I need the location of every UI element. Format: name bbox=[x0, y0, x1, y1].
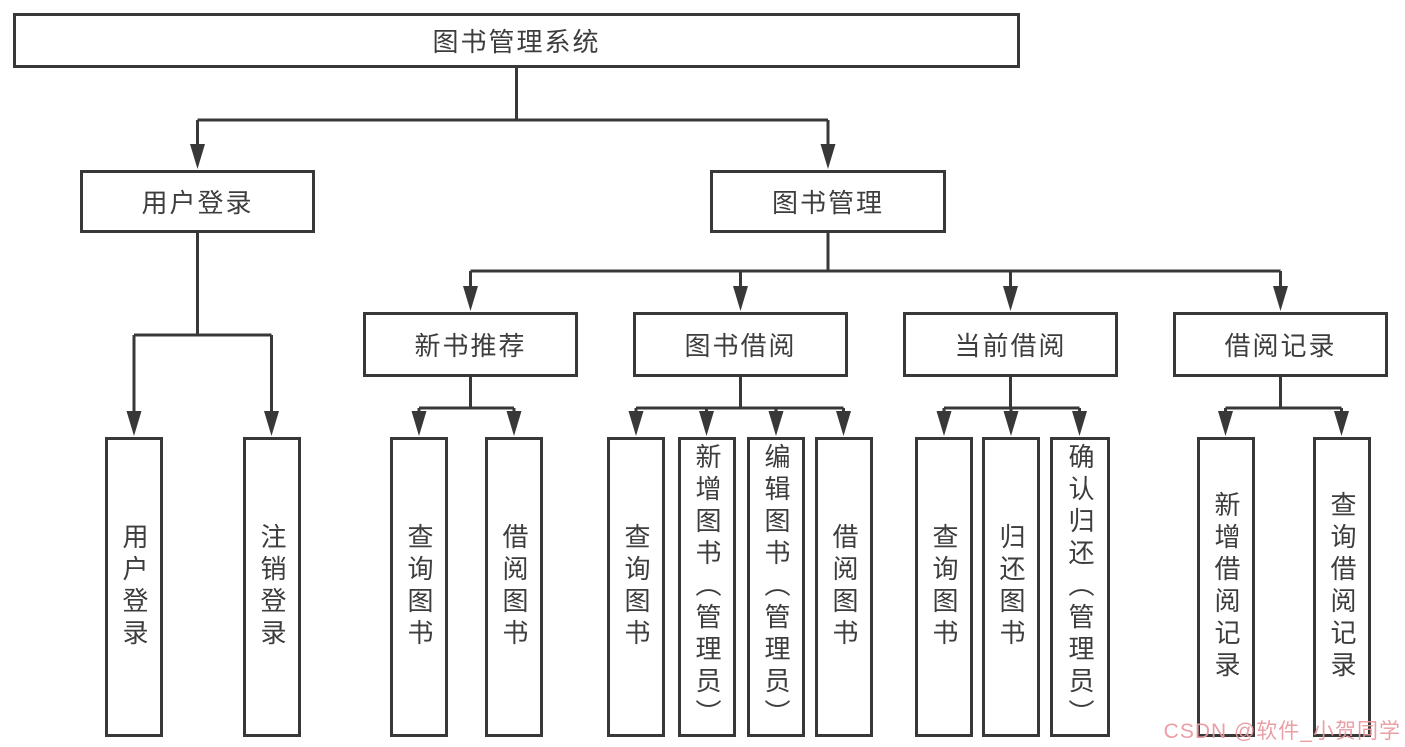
wires-user-login-subtree bbox=[126, 233, 279, 436]
node-label: 图书管理 bbox=[771, 188, 884, 218]
node-label: 归还图书 bbox=[996, 523, 1026, 651]
node-new-book-recommend: 新书推荐 bbox=[363, 312, 578, 377]
node-book-management: 图书管理 bbox=[710, 170, 946, 233]
arrowhead-icon bbox=[1072, 411, 1087, 436]
arrowhead-icon bbox=[463, 286, 478, 311]
arrowhead-icon bbox=[1273, 286, 1288, 311]
leaf-user-login: 用户登录 bbox=[105, 437, 163, 737]
arrowhead-icon bbox=[936, 411, 952, 436]
arrowhead-icon bbox=[733, 286, 748, 311]
wires-current-borrow-group bbox=[936, 377, 1087, 436]
node-label: 新增借阅记录 bbox=[1211, 491, 1241, 683]
wires-book-management-subtree bbox=[463, 233, 1288, 311]
leaf-current-query-book: 查询图书 bbox=[915, 437, 973, 737]
leaf-borrow-borrow-book: 借阅图书 bbox=[815, 437, 873, 737]
node-label: 借阅图书 bbox=[829, 523, 859, 651]
node-label: 新书推荐 bbox=[414, 331, 527, 361]
leaf-recommend-query-book: 查询图书 bbox=[390, 437, 448, 737]
node-book-borrow: 图书借阅 bbox=[633, 312, 848, 377]
node-root: 图书管理系统 bbox=[13, 13, 1020, 68]
node-label: 编辑图书（管理员） bbox=[761, 443, 791, 731]
arrowhead-icon bbox=[699, 411, 714, 436]
arrowhead-icon bbox=[1334, 411, 1349, 436]
leaf-recommend-borrow-book: 借阅图书 bbox=[485, 437, 543, 737]
node-label: 用户登录 bbox=[119, 523, 149, 651]
node-label: 查询图书 bbox=[404, 523, 434, 651]
node-label: 图书借阅 bbox=[684, 331, 797, 361]
arrowhead-icon bbox=[1003, 286, 1018, 311]
node-label: 用户登录 bbox=[141, 188, 254, 218]
leaf-records-add-record: 新增借阅记录 bbox=[1197, 437, 1255, 737]
node-label: 查询图书 bbox=[621, 523, 651, 651]
arrowhead-icon bbox=[836, 411, 851, 436]
node-label: 注销登录 bbox=[257, 523, 287, 651]
node-label: 确认归还（管理员） bbox=[1065, 443, 1095, 731]
node-label: 查询图书 bbox=[929, 523, 959, 651]
wires-new-book-recommend-group bbox=[411, 377, 522, 436]
arrowhead-icon bbox=[768, 411, 784, 436]
arrowhead-icon bbox=[190, 144, 205, 169]
node-label: 查询借阅记录 bbox=[1327, 491, 1357, 683]
leaf-records-query-record: 查询借阅记录 bbox=[1313, 437, 1371, 737]
arrowhead-icon bbox=[506, 411, 522, 436]
node-label: 借阅记录 bbox=[1224, 331, 1337, 361]
arrowhead-icon bbox=[411, 411, 427, 436]
arrowhead-icon bbox=[820, 144, 836, 169]
leaf-logout-login: 注销登录 bbox=[243, 437, 301, 737]
arrowhead-icon bbox=[264, 411, 279, 436]
leaf-current-return-book: 归还图书 bbox=[982, 437, 1040, 737]
arrowhead-icon bbox=[628, 411, 644, 436]
node-user-login: 用户登录 bbox=[80, 170, 315, 233]
node-label: 当前借阅 bbox=[954, 331, 1067, 361]
node-label: 借阅图书 bbox=[499, 523, 529, 651]
csdn-watermark: CSDN @软件_小贺同学 bbox=[1163, 720, 1401, 743]
node-current-borrow: 当前借阅 bbox=[903, 312, 1118, 377]
wires-borrow-records-group bbox=[1218, 377, 1349, 436]
arrowhead-icon bbox=[1218, 411, 1233, 436]
wires-book-borrow-group bbox=[628, 377, 851, 436]
leaf-borrow-add-book-admin: 新增图书（管理员） bbox=[678, 437, 736, 737]
arrowhead-icon bbox=[1003, 411, 1019, 436]
wires-level2 bbox=[190, 68, 836, 169]
node-label: 图书管理系统 bbox=[432, 27, 601, 57]
node-label: 新增图书（管理员） bbox=[692, 443, 722, 731]
arrowhead-icon bbox=[126, 411, 142, 436]
leaf-current-confirm-return-admin: 确认归还（管理员） bbox=[1050, 437, 1110, 737]
leaf-borrow-edit-book-admin: 编辑图书（管理员） bbox=[747, 437, 805, 737]
leaf-borrow-query-book: 查询图书 bbox=[607, 437, 665, 737]
node-borrow-records: 借阅记录 bbox=[1173, 312, 1388, 377]
